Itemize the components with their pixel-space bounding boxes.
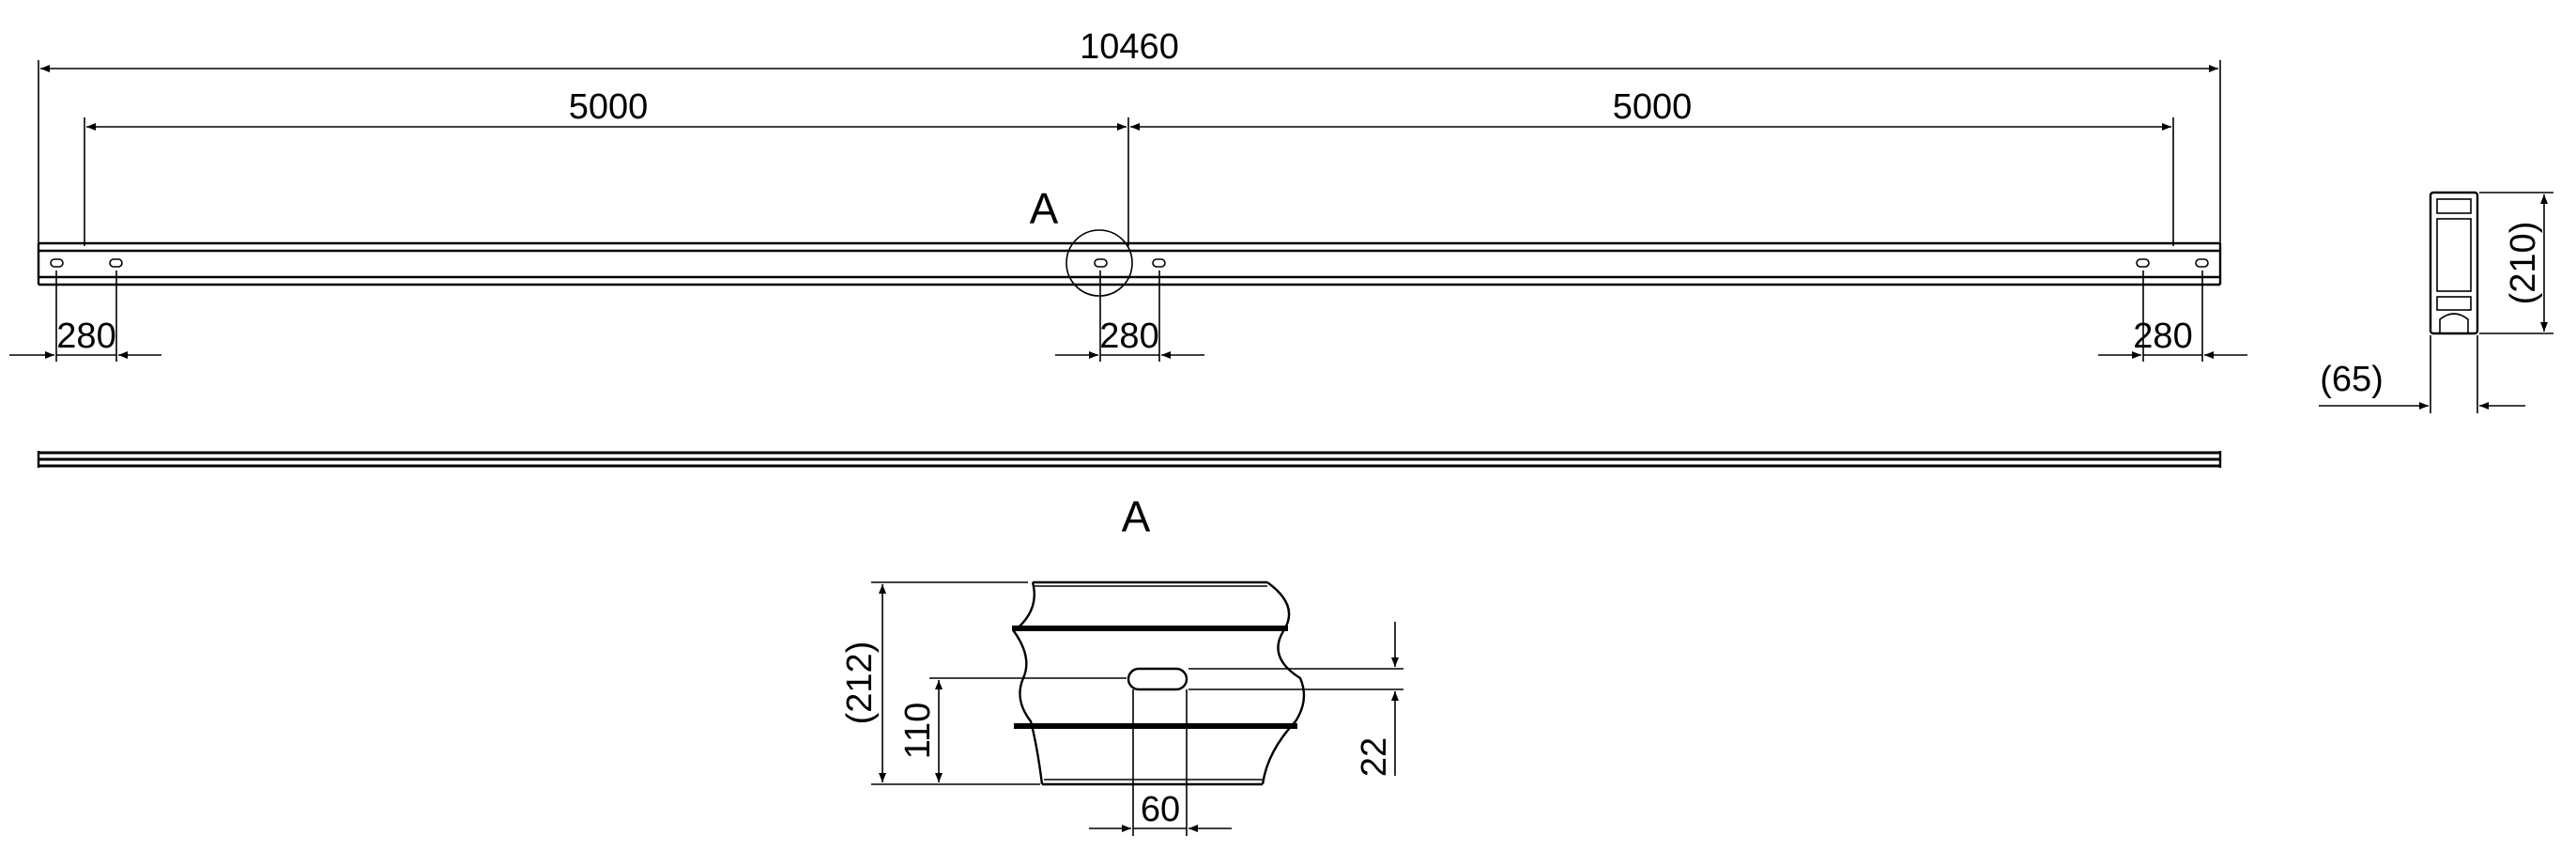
- hole-spacing-right-label: 280: [2133, 317, 2192, 356]
- section-height-label: (210): [2504, 222, 2543, 305]
- cross-section: (210) (65): [2319, 191, 2553, 413]
- span-right-label: 5000: [1613, 87, 1693, 127]
- detail-height-label: (212): [840, 642, 880, 725]
- slot-hole: [50, 258, 64, 268]
- beam-plan-view: [37, 451, 2222, 468]
- detail-hole-height-label: 110: [898, 703, 938, 760]
- hole-spacing-center-label: 280: [1099, 317, 1158, 356]
- span-dimensions: 5000 5000: [84, 87, 2174, 246]
- detail-slot: [1127, 667, 1188, 691]
- span-left-label: 5000: [569, 87, 649, 127]
- hole-spacing-center-dimension: 280: [1055, 271, 1204, 362]
- hole-spacing-left-label: 280: [56, 317, 115, 356]
- slot-hole: [1094, 258, 1108, 268]
- detail-a: (212) 110 22 60: [840, 580, 1403, 836]
- overall-length-label: 10460: [1080, 27, 1179, 67]
- detail-title: A: [1122, 492, 1151, 541]
- overall-length-dimension: 10460: [38, 27, 2221, 246]
- slot-hole: [1152, 258, 1166, 268]
- detail-callout-circle: [1066, 229, 1133, 297]
- slot-hole: [2195, 258, 2209, 268]
- detail-slot-length-label: 60: [1141, 790, 1180, 829]
- beam-elevation: A: [37, 184, 2222, 297]
- slot-hole: [2136, 258, 2150, 268]
- hole-spacing-left-dimension: 280: [9, 271, 161, 362]
- slot-hole: [109, 258, 123, 268]
- detail-marker-label: A: [1030, 184, 1059, 233]
- section-width-label: (65): [2320, 360, 2384, 399]
- hole-spacing-right-dimension: 280: [2098, 271, 2247, 362]
- detail-slot-height-label: 22: [1355, 737, 1394, 777]
